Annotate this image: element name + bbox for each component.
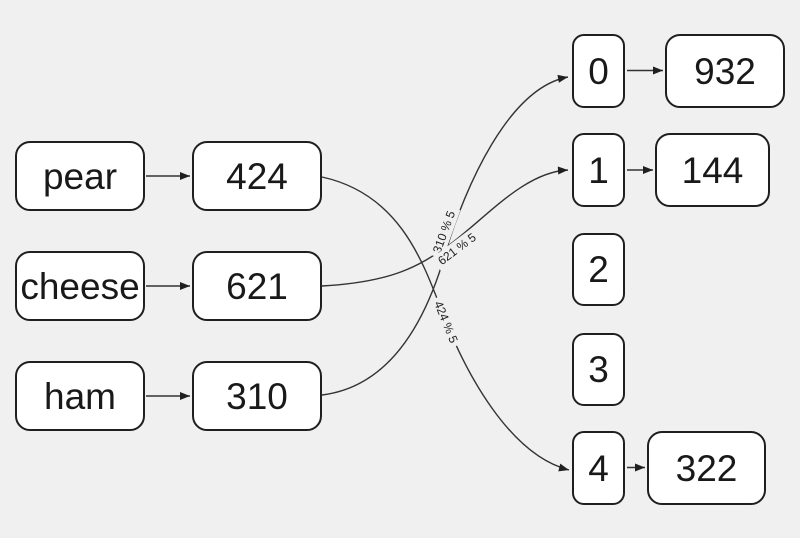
key-node-pear: pear: [15, 141, 145, 211]
hash-label: 310: [226, 375, 288, 417]
hash-label: 424: [226, 155, 288, 197]
bucket-label: 3: [588, 349, 609, 390]
key-node-ham: ham: [15, 361, 145, 431]
bucket-node-1: 1: [572, 133, 625, 207]
value-node-322: 322: [647, 431, 766, 505]
key-label: ham: [44, 375, 116, 417]
key-label: cheese: [20, 265, 140, 307]
hash-node-424: 424: [192, 141, 322, 211]
value-label: 144: [681, 149, 744, 191]
hash-node-310: 310: [192, 361, 322, 431]
bucket-label: 1: [588, 149, 609, 191]
value-label: 932: [694, 50, 756, 92]
value-label: 322: [675, 447, 738, 489]
bucket-node-4: 4: [572, 431, 625, 505]
value-node-144: 144: [655, 133, 770, 207]
bucket-node-3: 3: [572, 333, 625, 406]
value-node-932: 932: [665, 34, 785, 108]
bucket-label: 2: [588, 249, 609, 290]
bucket-node-0: 0: [572, 34, 625, 108]
edge-label-424-mod-5: 424 % 5: [428, 294, 464, 350]
hash-label: 621: [226, 265, 288, 307]
edge-label-text: 424 % 5: [431, 299, 461, 345]
key-node-cheese: cheese: [15, 251, 145, 321]
hash-node-621: 621: [192, 251, 322, 321]
bucket-label: 0: [588, 50, 609, 92]
bucket-label: 4: [588, 447, 609, 489]
key-label: pear: [42, 155, 118, 197]
bucket-node-2: 2: [572, 233, 625, 306]
